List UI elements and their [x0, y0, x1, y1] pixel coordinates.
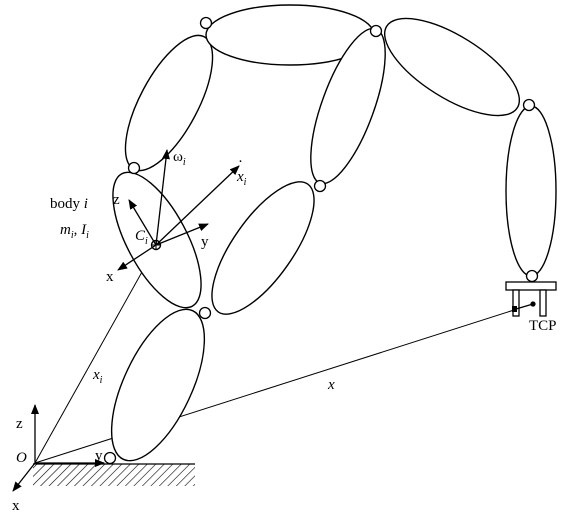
com-label: Ci [135, 228, 148, 247]
joint-5 [369, 24, 383, 38]
ground [33, 463, 195, 486]
world-frame [12, 404, 105, 492]
body-frame [117, 149, 240, 271]
link-forearm [211, 181, 315, 315]
joint-6 [522, 98, 536, 112]
link-base [110, 308, 206, 462]
position-tcp-label: x [327, 377, 335, 393]
joint-7 [525, 269, 539, 283]
mass-inertia-label: mi, Ii [60, 222, 89, 241]
local-z-arrow [128, 199, 157, 246]
joint-4 [313, 179, 327, 193]
joint-base [103, 451, 117, 465]
tcp-label: TCP [529, 318, 557, 334]
velocity-label: xi [236, 169, 247, 188]
world-x-label: x [12, 498, 20, 514]
world-y-label: y [95, 448, 103, 464]
local-z-label: z [113, 192, 120, 208]
link-upper-right [383, 17, 521, 117]
gripper [505, 281, 557, 317]
velocity-arrow [155, 165, 240, 246]
position-vector-tcp [34, 309, 515, 464]
local-x-arrow [117, 244, 157, 271]
joints [103, 16, 539, 465]
joint-3 [199, 16, 213, 30]
local-x-label: x [106, 269, 114, 285]
world-z-label: z [16, 416, 23, 432]
velocity-dot-label: · [238, 154, 243, 170]
local-y-arrow [155, 223, 209, 246]
omega-label: ωi [173, 149, 186, 168]
local-y-label: y [201, 234, 209, 250]
omega-arrow [155, 149, 170, 246]
tcp-point [530, 301, 536, 307]
body-label: body i [50, 196, 88, 212]
position-vector-i [34, 246, 157, 464]
link-wrist [505, 105, 557, 277]
position-i-label: xi [92, 367, 103, 386]
joint-1 [198, 306, 212, 320]
origin-label: O [16, 450, 27, 466]
joint-2 [127, 161, 141, 175]
world-x-arrow [12, 462, 36, 492]
link-upper-left [124, 34, 214, 172]
